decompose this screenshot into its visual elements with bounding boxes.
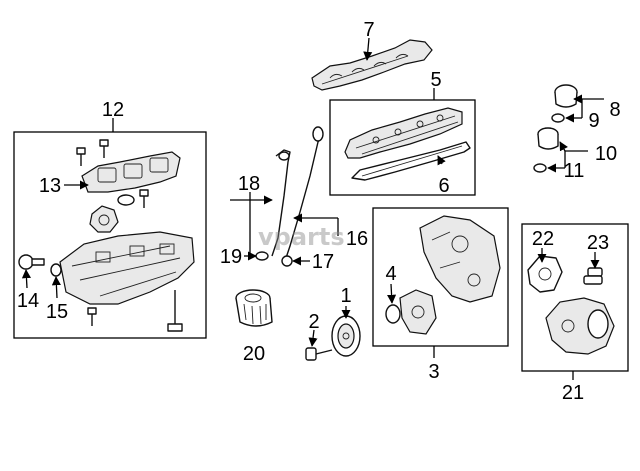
callout-18: 18 xyxy=(238,173,260,195)
callout-3: 3 xyxy=(428,361,439,383)
callout-6: 6 xyxy=(438,175,449,197)
callout-17: 17 xyxy=(312,251,334,273)
valve-cover-gasket-part xyxy=(351,141,471,181)
upper-oil-pan-part xyxy=(81,151,181,193)
oil-pan-bolt-top-left xyxy=(76,147,86,166)
oil-fill-cap-part xyxy=(554,84,578,108)
callout-2: 2 xyxy=(308,311,319,333)
coolant-temp-sensor-part xyxy=(583,267,603,285)
watermark-text: vparts xyxy=(258,223,345,251)
callout-14: 14 xyxy=(17,290,39,312)
drain-plug-part xyxy=(18,254,45,270)
oil-fill-cap-seal-part xyxy=(551,113,565,123)
drain-plug-gasket-part xyxy=(50,263,62,277)
callout-12: 12 xyxy=(102,99,124,121)
water-outlet-gasket-part xyxy=(527,255,563,293)
callout-9: 9 xyxy=(588,110,599,132)
engine-front-cover-part xyxy=(419,215,501,303)
leader-lines xyxy=(21,37,604,380)
long-oil-pan-bolt xyxy=(167,290,183,332)
callout-5: 5 xyxy=(430,69,441,91)
water-outlet-group-box xyxy=(521,223,629,372)
cap-seal-part-11 xyxy=(533,163,547,173)
valve-cover-part xyxy=(344,107,463,159)
callout-16: 16 xyxy=(346,228,368,250)
balancer-bolt-part xyxy=(305,347,333,361)
oil-pan-bolt-top-right xyxy=(99,139,109,158)
callout-8: 8 xyxy=(609,99,620,121)
front-cover-seal-part xyxy=(385,304,401,324)
crankshaft-balancer-part xyxy=(331,315,361,357)
callout-15: 15 xyxy=(46,301,68,323)
engine-cover-part xyxy=(311,39,433,91)
callout-4: 4 xyxy=(385,263,396,285)
front-cover-group-box xyxy=(372,207,509,347)
oil-filter-part xyxy=(235,289,273,327)
callout-22: 22 xyxy=(532,228,554,250)
water-outlet-housing-part xyxy=(545,297,615,355)
oil-pan-bolt-mid xyxy=(139,189,149,208)
valve-cover-group-box xyxy=(329,99,476,196)
cap-part-10 xyxy=(537,127,559,150)
dipstick-tube-seal-part xyxy=(255,251,269,261)
callout-11: 11 xyxy=(564,160,585,182)
callout-20: 20 xyxy=(243,343,265,365)
lower-oil-pan-part xyxy=(59,231,195,305)
oil-pan-bolt-bottom xyxy=(87,307,97,326)
callout-1: 1 xyxy=(340,285,351,307)
dipstick-tube-o-ring-part xyxy=(281,255,293,267)
oil-level-indicator-tube-part xyxy=(271,149,291,257)
oil-pickup-part xyxy=(89,194,135,233)
callout-19: 19 xyxy=(220,246,242,268)
callout-23: 23 xyxy=(587,232,609,254)
oil-level-indicator-part xyxy=(285,126,324,259)
oil-pan-group-box xyxy=(13,131,207,339)
callout-21: 21 xyxy=(562,382,584,404)
front-cover-plate-part xyxy=(399,289,437,335)
callout-7: 7 xyxy=(363,19,374,41)
callout-13: 13 xyxy=(39,175,61,197)
callout-10: 10 xyxy=(595,143,617,165)
